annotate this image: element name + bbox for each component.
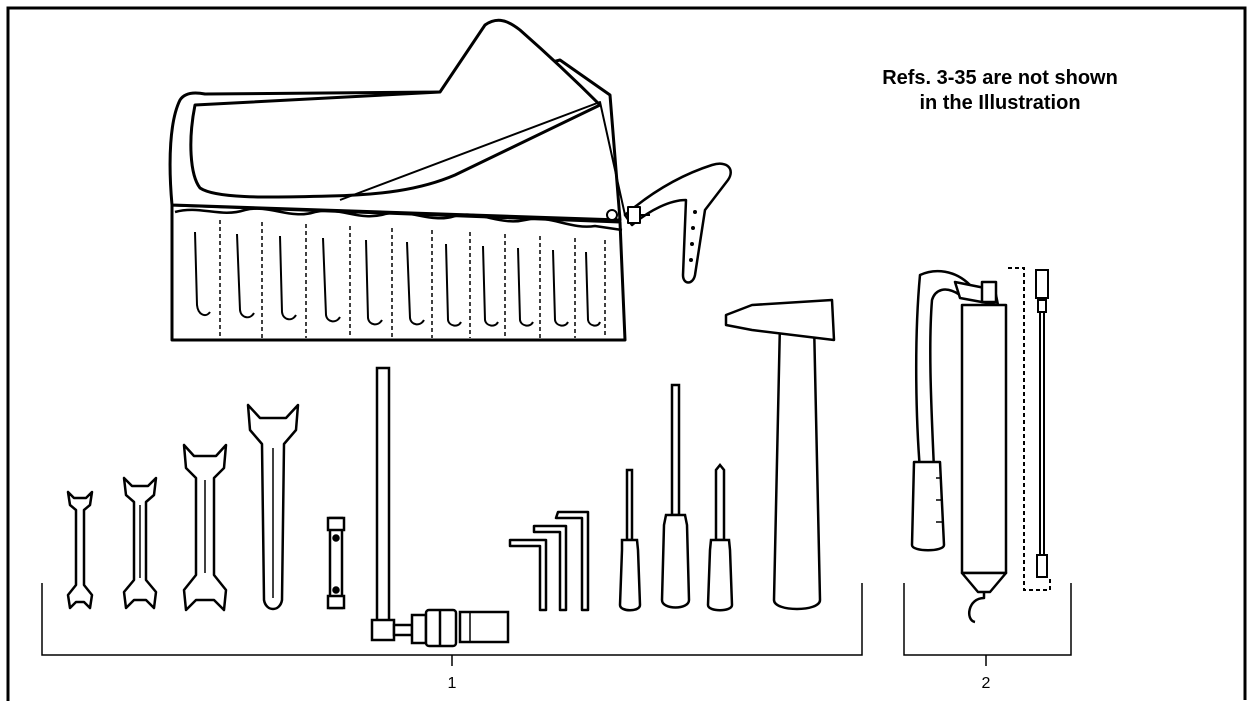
wrench-medium xyxy=(122,476,158,610)
tool-roll-pocket xyxy=(170,203,627,342)
wrench-set xyxy=(66,403,300,612)
bracket-item-2 xyxy=(903,583,1072,656)
wrench-small xyxy=(66,490,94,610)
wrench-large xyxy=(182,443,228,612)
note-line-2: in the Illustration xyxy=(919,92,1081,114)
note-line-1: Refs. 3-35 are not shown xyxy=(882,67,1118,89)
item-brackets xyxy=(41,583,1072,666)
socket-set xyxy=(410,608,510,648)
tool-roll-front-flap xyxy=(189,18,602,199)
screwdriver-large-flat xyxy=(660,383,691,609)
callout-item-2: 2 xyxy=(981,675,991,692)
callout-item-1: 1 xyxy=(447,675,457,692)
grease-hose xyxy=(1008,267,1051,591)
tool-roll xyxy=(168,18,732,342)
screwdriver-small-flat xyxy=(618,468,642,612)
page-border xyxy=(6,6,1247,701)
allen-key-set xyxy=(508,510,590,612)
grease-gun xyxy=(910,269,1008,624)
box-wrench xyxy=(326,516,346,610)
not-shown-note: Refs. 3-35 are not shown in the Illustra… xyxy=(835,66,1165,116)
t-handle-bar xyxy=(370,366,414,642)
hammer xyxy=(724,298,836,611)
tool-roll-strap xyxy=(623,162,732,284)
screwdriver-set xyxy=(618,383,734,612)
screwdriver-phillips xyxy=(706,462,734,612)
wrench-single-open xyxy=(246,403,300,611)
